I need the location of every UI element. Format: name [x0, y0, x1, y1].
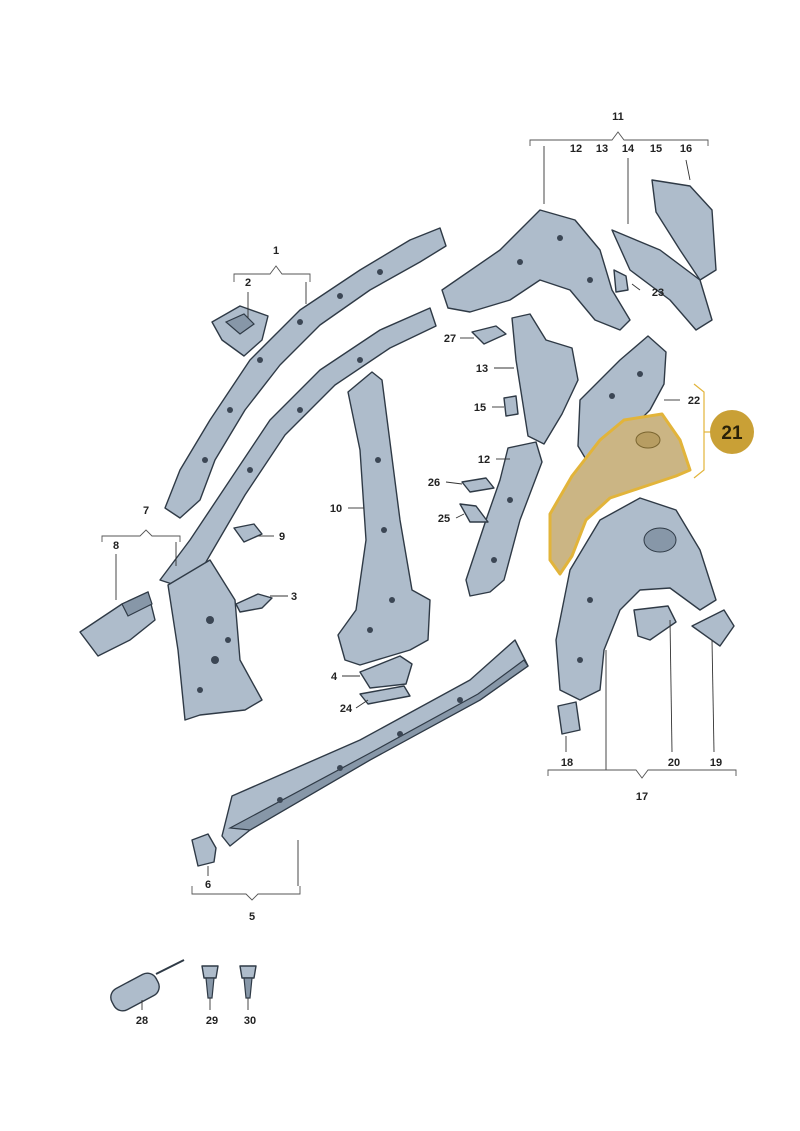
bracket-part-26[interactable]: [461, 477, 495, 493]
callout-2: 2: [245, 277, 251, 289]
callout-20: 20: [668, 757, 680, 769]
a-pillar-lower-part[interactable]: [167, 559, 263, 721]
panel-part-14[interactable]: [611, 229, 713, 331]
highlight-badge[interactable]: 21: [710, 410, 754, 454]
callout-28: 28: [136, 1015, 148, 1027]
callout-25: 25: [438, 513, 450, 525]
callout-24: 24: [340, 703, 353, 715]
callout-10: 10: [330, 503, 342, 515]
callout-6: 6: [205, 879, 211, 891]
roof-rail-part[interactable]: [164, 227, 447, 519]
callout-13-top: 13: [596, 143, 608, 155]
inner-pillar-part-13[interactable]: [511, 313, 579, 445]
bracket-part-27[interactable]: [471, 325, 507, 345]
a-pillar-part[interactable]: [159, 307, 437, 591]
callout-30: 30: [244, 1015, 256, 1027]
callout-15: 15: [474, 402, 486, 414]
wheel-arch-outer-part-17[interactable]: [555, 497, 717, 701]
callout-11: 11: [612, 111, 624, 123]
screw-part-30[interactable]: [239, 965, 257, 999]
clip-part-3[interactable]: [235, 593, 273, 613]
bracket-part-18[interactable]: [557, 701, 581, 735]
bracket-part-6[interactable]: [191, 833, 217, 867]
callout-5: 5: [249, 911, 255, 923]
callout-14: 14: [622, 143, 635, 155]
bracket-part-24[interactable]: [359, 685, 411, 705]
leader-lines: [101, 131, 737, 1010]
wheel-arch-inner-part-21[interactable]: [548, 412, 692, 576]
callout-29: 29: [206, 1015, 218, 1027]
callout-3: 3: [291, 591, 297, 603]
rear-roof-frame-part[interactable]: [441, 209, 631, 331]
sealant-tube-part-28[interactable]: [107, 959, 185, 1014]
panel-part-16[interactable]: [651, 179, 717, 281]
callout-15-top: 15: [650, 143, 662, 155]
callout-22: 22: [688, 395, 700, 407]
callout-19: 19: [710, 757, 722, 769]
bracket-part-25[interactable]: [459, 503, 489, 523]
bracket-part-23[interactable]: [613, 269, 629, 293]
callout-9: 9: [279, 531, 285, 543]
clip-part-9[interactable]: [233, 523, 263, 543]
callout-labels: 1 2 7 8 9 3 10 4 24 6 5 11 12 13 14 15 1…: [113, 111, 722, 1027]
callout-27: 27: [444, 333, 456, 345]
callout-18: 18: [561, 757, 573, 769]
callout-12-top: 12: [570, 143, 582, 155]
rear-inner-part-22[interactable]: [577, 335, 667, 467]
bracket-part-20[interactable]: [633, 605, 677, 641]
bracket-part-8[interactable]: [79, 591, 156, 657]
screw-part-29[interactable]: [201, 965, 219, 999]
lower-pillar-part-12[interactable]: [465, 441, 543, 597]
callout-8: 8: [113, 540, 119, 552]
bracket-part-15[interactable]: [503, 395, 519, 417]
b-pillar-part[interactable]: [337, 371, 431, 666]
callout-26: 26: [428, 477, 440, 489]
callout-13: 13: [476, 363, 488, 375]
callout-23: 23: [652, 287, 664, 299]
callout-17: 17: [636, 791, 648, 803]
callout-4: 4: [331, 671, 338, 683]
callout-1: 1: [273, 245, 279, 257]
bracket-part-2[interactable]: [211, 305, 269, 357]
bracket-part-4[interactable]: [359, 655, 413, 689]
callout-7: 7: [143, 505, 149, 517]
sill-panel-part[interactable]: [221, 639, 529, 847]
callout-16: 16: [680, 143, 692, 155]
bracket-part-19[interactable]: [691, 609, 735, 647]
callout-12: 12: [478, 454, 490, 466]
highlight-badge-label: 21: [721, 423, 743, 444]
